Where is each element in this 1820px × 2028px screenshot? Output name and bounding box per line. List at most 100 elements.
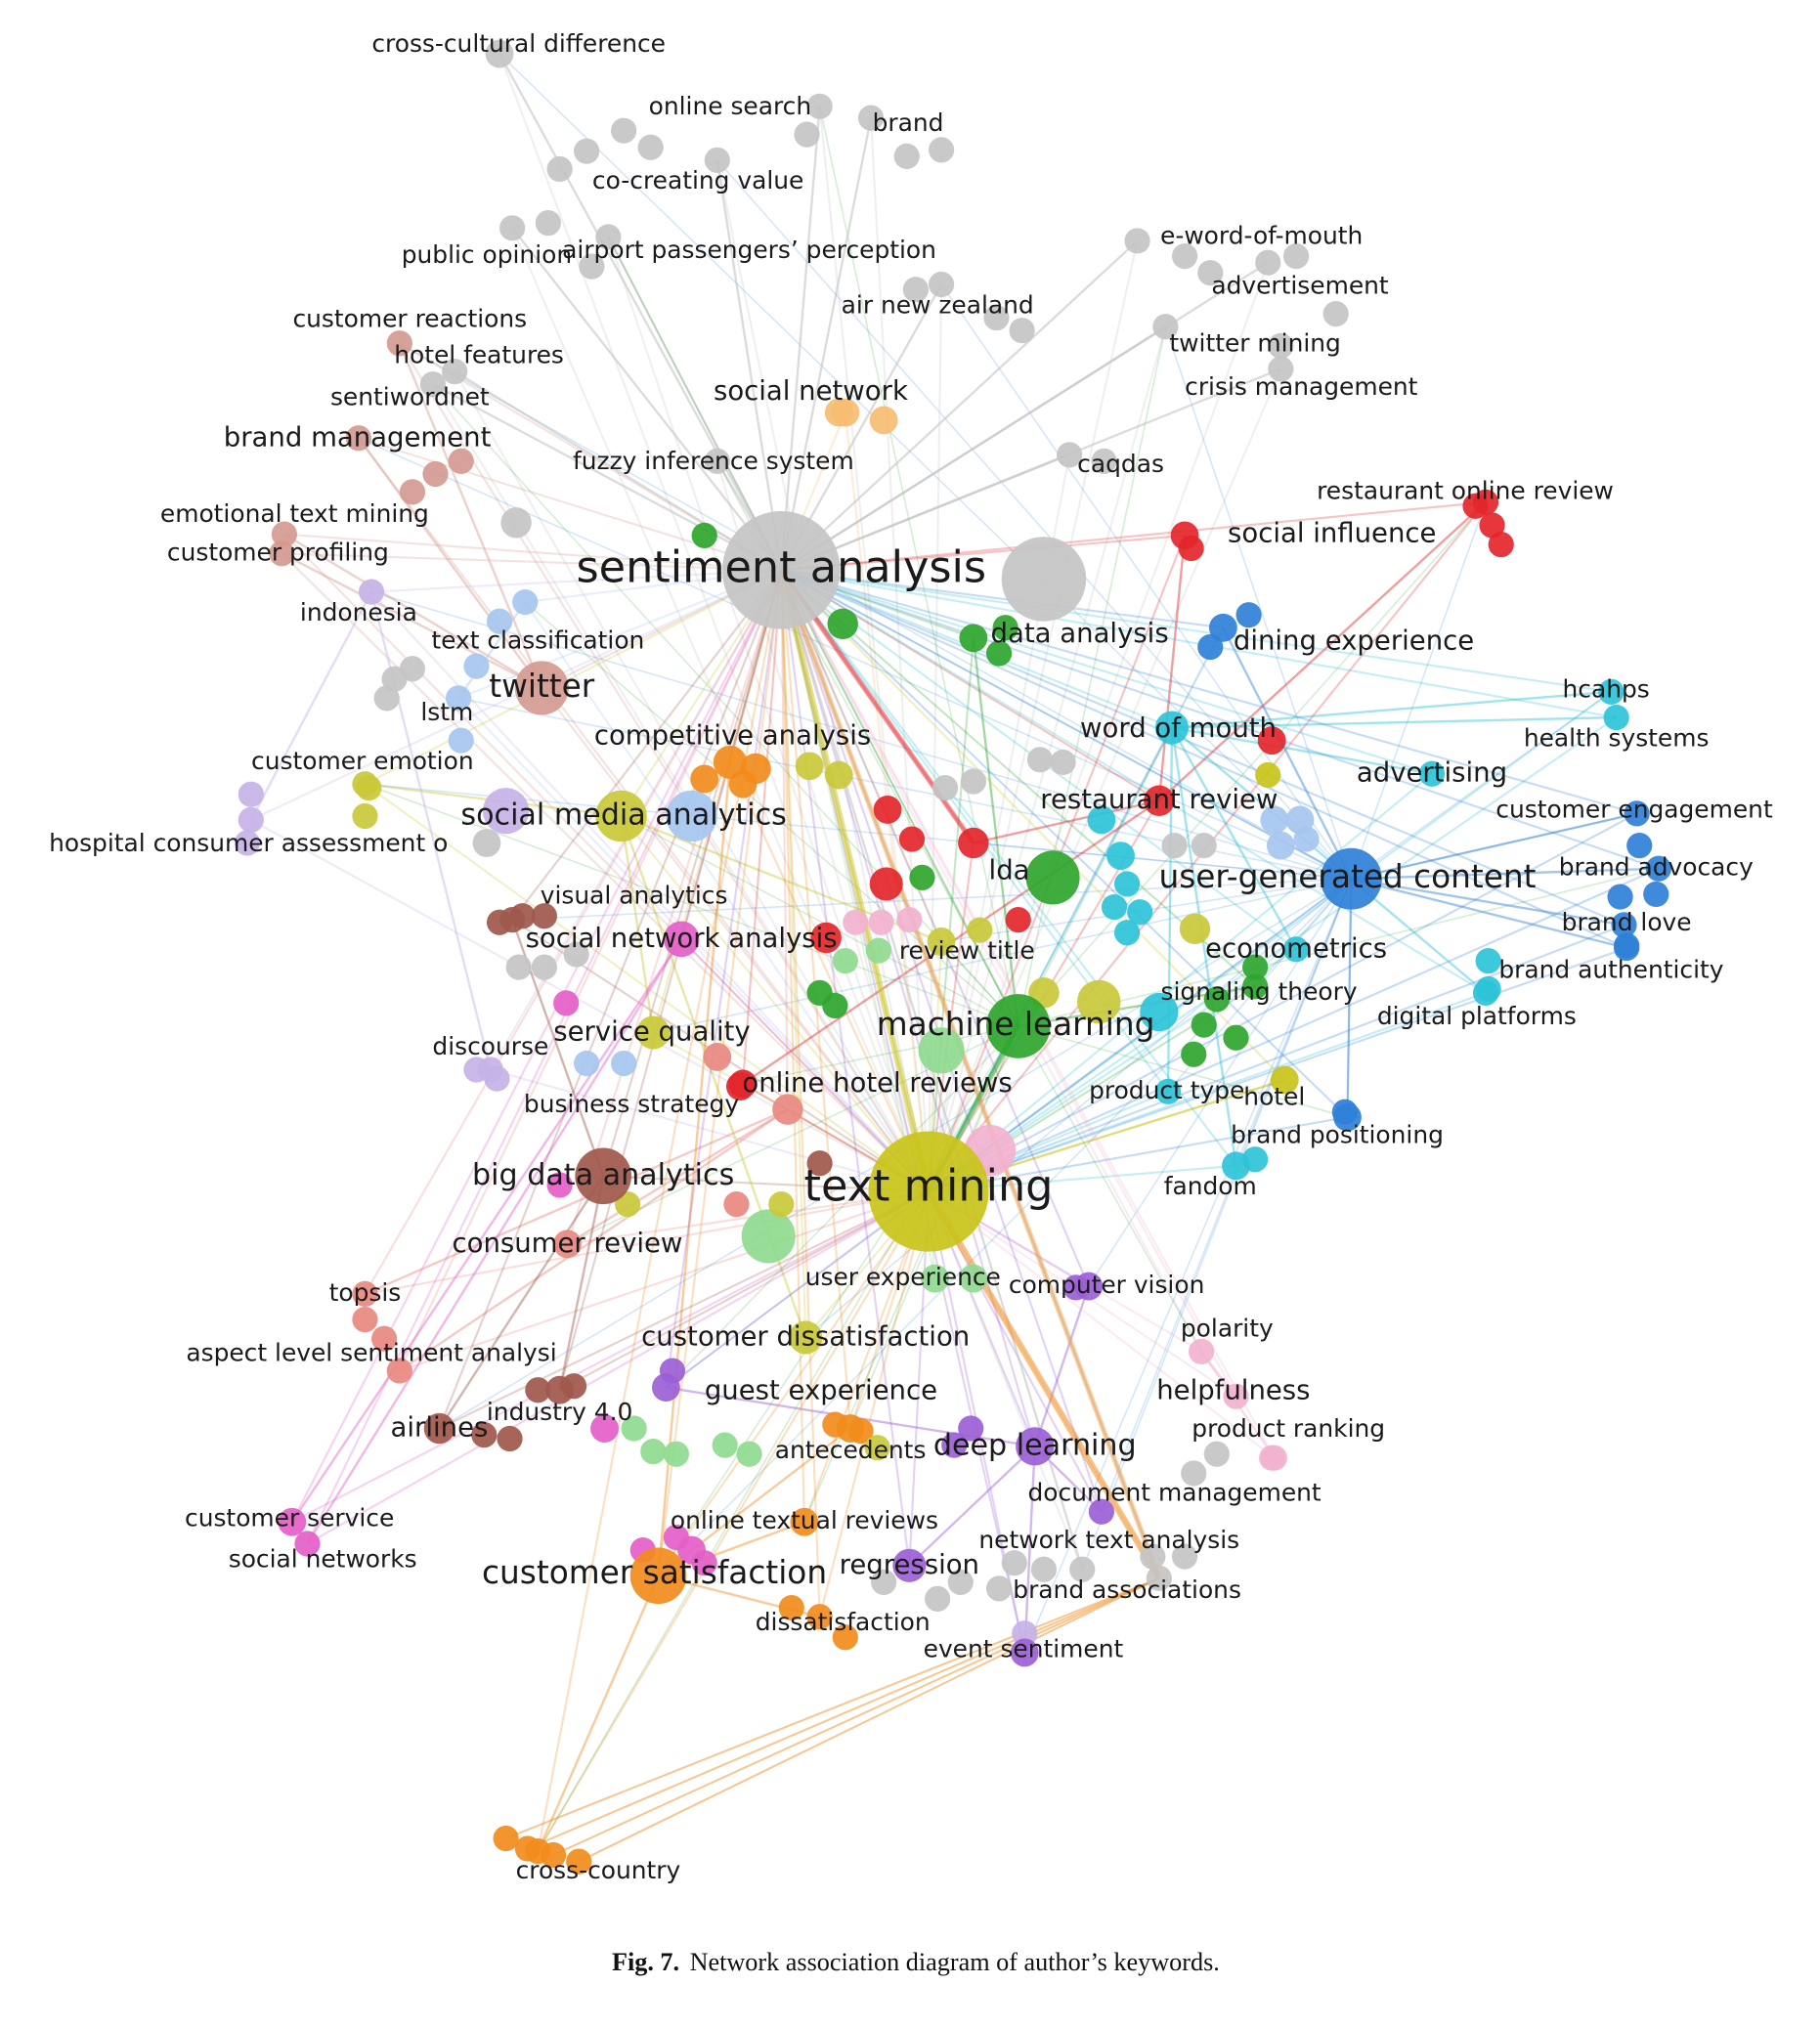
unlabeled-node [1257,726,1286,755]
unlabeled-node [1106,841,1135,871]
edge [928,867,1660,1193]
edge [490,1068,930,1193]
unlabeled-node [1114,920,1141,946]
unlabeled-node [1197,633,1224,661]
edge [512,878,1352,921]
node-label: air new zealand [842,290,1034,319]
edge [780,570,807,1338]
unlabeled-node [1179,913,1211,945]
node [1261,1445,1287,1471]
node [1222,1151,1250,1181]
edge [1018,727,1173,1027]
node-label: cross-country [516,1856,681,1884]
edge [364,569,783,1295]
edge [780,239,1139,572]
edge [781,569,1224,629]
edge [728,761,930,1192]
unlabeled-node [483,788,530,835]
node-label: digital platforms [1377,1002,1577,1030]
node-label: aspect level sentiment analysi [186,1339,556,1367]
unlabeled-node [909,864,935,891]
node-label: social networks [229,1545,417,1574]
node-label: emotional text mining [160,499,429,528]
unlabeled-node [983,304,1010,331]
unlabeled-node [1077,979,1121,1024]
edge [602,570,783,1177]
unlabeled-node [869,406,898,435]
edge [780,569,1286,1081]
unlabeled-node [505,954,532,980]
edge [438,1175,605,1430]
unlabeled-node [352,1307,378,1333]
node [442,359,468,385]
unlabeled-node [985,640,1013,667]
edge [511,227,783,572]
edge [657,878,1352,1576]
node [1320,847,1382,910]
node [499,907,526,933]
node-label: dissatisfaction [756,1608,931,1636]
node [1144,785,1175,816]
node-label: customer dissatisfaction [641,1320,970,1352]
unlabeled-node [422,460,449,488]
edge [1350,501,1487,880]
node [921,1264,949,1293]
node [1598,678,1625,705]
node [514,661,569,715]
unlabeled-node [1140,1543,1166,1570]
node [629,1547,687,1605]
unlabeled-node [531,954,557,980]
node-label: computer vision [1009,1271,1204,1299]
node [1208,613,1237,642]
node-label: review title [899,936,1035,965]
unlabeled-node [574,138,600,164]
node-label: lda [989,854,1030,885]
edge [1235,878,1353,1167]
node-label: document management [1027,1478,1321,1506]
edge [1081,878,1353,1571]
node-label: advertisement [1211,272,1389,300]
node [1170,521,1199,550]
unlabeled-node [399,479,426,505]
unlabeled-node [1001,537,1087,622]
unlabeled-node [666,790,717,842]
edge [928,772,1433,1192]
edge [780,569,1625,927]
unlabeled-node [463,653,490,679]
node-label: hospital consumer assessment o [49,829,448,857]
edge [607,236,783,571]
node [1611,912,1637,938]
unlabeled-node [824,760,853,790]
node [423,1412,455,1445]
node [789,1320,823,1355]
edge [940,283,1353,880]
edge [511,227,930,1192]
edge [399,342,782,572]
edge [657,1025,1019,1576]
edge [432,383,782,572]
edge [290,938,683,1523]
edge [438,569,783,1429]
unlabeled-node [1181,1460,1207,1487]
unlabeled-node [535,209,561,237]
unlabeled-node [691,522,717,549]
unlabeled-node [1171,1543,1198,1570]
node-label: customer service [185,1504,394,1532]
edge [1033,1285,1090,1447]
edge [250,818,930,1192]
node-label: online textual reviews [671,1506,938,1534]
edge [1351,878,1625,927]
unlabeled-node [546,155,573,183]
edge [973,799,1160,844]
edge [1170,726,1298,950]
unlabeled-node [1012,1620,1038,1647]
unlabeled-node [1255,761,1281,789]
edge [926,1189,1162,1580]
unlabeled-node [1009,318,1035,344]
unlabeled-node [959,1264,988,1293]
node-label: econometrics [1205,932,1387,964]
node-label: brand positioning [1231,1121,1444,1149]
unlabeled-node [238,781,264,807]
node [499,215,526,241]
unlabeled-node [1203,1441,1230,1467]
